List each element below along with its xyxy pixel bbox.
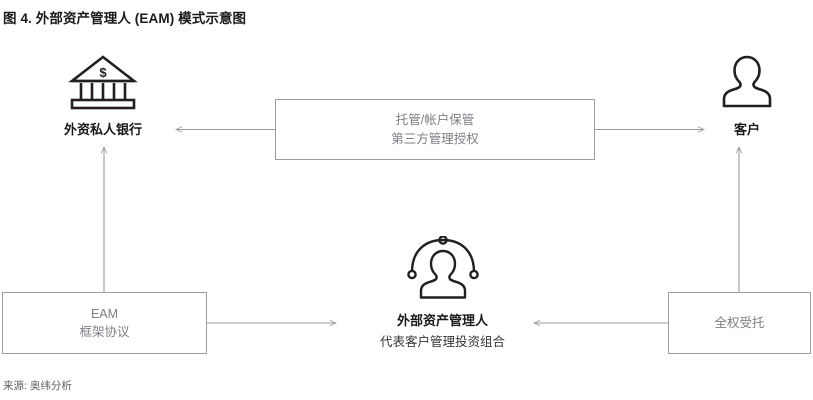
node-label-client: 客户 (733, 122, 760, 137)
node-label-external-asset-manager: 外部资产管理人 (396, 313, 488, 328)
box-custody-line-2: 第三方管理授权 (391, 131, 479, 146)
box-eam-line-2: 框架协议 (79, 325, 130, 339)
box-discretionary-mandate: 全权受托 (668, 292, 811, 354)
node-external-asset-manager: 外部资产管理人 代表客户管理投资组合 (340, 235, 545, 350)
node-label-foreign-private-bank: 外资私人银行 (63, 122, 142, 137)
bank-building-icon: $ (68, 54, 138, 112)
person-network-icon (398, 235, 488, 304)
person-silhouette-icon (718, 54, 776, 110)
box-eam-line-1: EAM (90, 306, 119, 321)
box-eam-framework-agreement: EAM 框架协议 (2, 292, 207, 354)
box-custody-line-1: 托管/帐户保管 (395, 113, 475, 128)
figure-source-note: 来源: 奥纬分析 (3, 380, 72, 392)
node-foreign-private-bank: $ 外资私人银行 (28, 54, 178, 138)
box-mandate-line-1: 全权受托 (714, 315, 765, 330)
svg-text:$: $ (99, 65, 107, 80)
node-sublabel-external-asset-manager: 代表客户管理投资组合 (379, 335, 505, 349)
box-custody-authorization: 托管/帐户保管 第三方管理授权 (275, 99, 595, 160)
figure-title: 图 4. 外部资产管理人 (EAM) 模式示意图 (3, 11, 247, 26)
node-client: 客户 (688, 54, 806, 138)
